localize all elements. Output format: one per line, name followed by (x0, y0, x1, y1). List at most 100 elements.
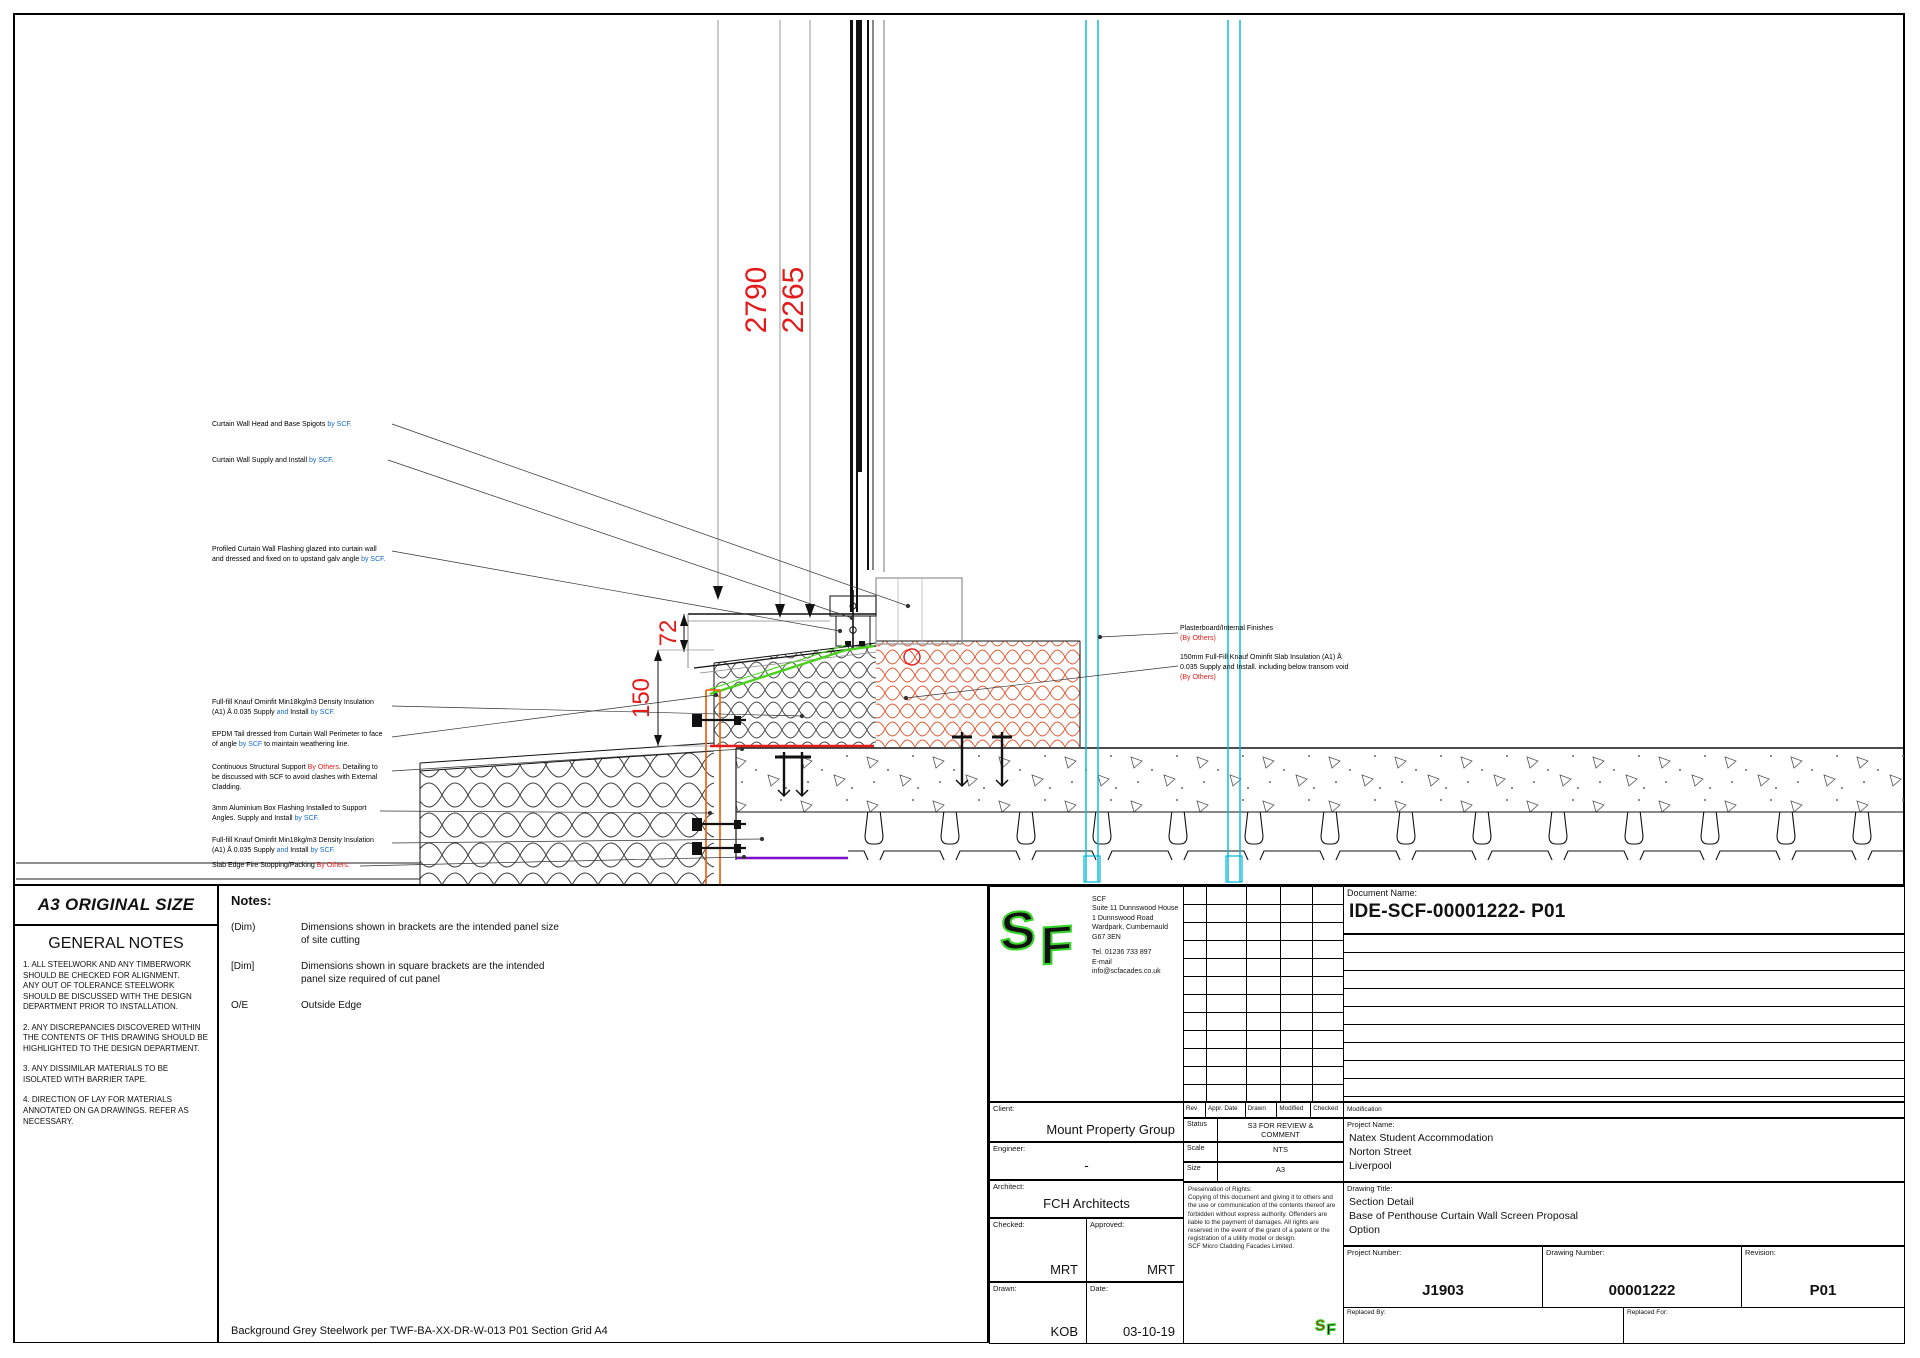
setting-out-marker (903, 648, 921, 666)
curtain-wall-base-detail (687, 577, 963, 674)
modification-header-cell: Modification (1343, 1102, 1905, 1118)
company-address: SCF Suite 11 Dunnswood House 1 Dunnswood… (1092, 895, 1182, 977)
dimension-arrow (713, 586, 723, 600)
dim-72: 72 (655, 620, 682, 647)
drawn-value: KOB (1050, 1324, 1078, 1339)
drawing-number-cell: Drawing Number: 00001222 (1542, 1246, 1742, 1308)
steelwork-reference-note: Background Grey Steelwork per TWF-BA-XX-… (231, 1325, 608, 1337)
annotation-structural-support: Continuous Structural Support By Others.… (212, 764, 378, 791)
drawn-cell: Drawn: KOB (989, 1282, 1087, 1344)
note-item: O/E Outside Edge (231, 999, 975, 1012)
concrete-slab (735, 747, 1905, 860)
channel-fixing-bolts (692, 714, 746, 855)
svg-text:F: F (1326, 1321, 1335, 1339)
replaced-for-cell: Replaced For: (1623, 1307, 1905, 1344)
dimension-arrow (775, 604, 785, 618)
note-item: [Dim] Dimensions shown in square bracket… (231, 960, 975, 986)
project-name-cell: Project Name: Natex Student Accommodatio… (1343, 1118, 1905, 1182)
client-value: Mount Property Group (1046, 1122, 1175, 1137)
legal-text: Preservation of Rights: Copying of this … (1188, 1186, 1336, 1251)
revision-rows (1183, 886, 1344, 1102)
general-note: 1. ALL STEELWORK AND ANY TIMBERWORK SHOU… (23, 960, 192, 1012)
engineer-value: - (1084, 1158, 1089, 1173)
sheet-size-label: A3 ORIGINAL SIZE (15, 886, 217, 926)
size-value: A3 (1275, 1165, 1286, 1174)
status-value: S3 FOR REVIEW & COMMENT (1247, 1121, 1314, 1139)
general-notes-title: GENERAL NOTES (48, 935, 184, 952)
checked-cell: Checked: MRT (989, 1218, 1087, 1282)
dimensions: 2790 2265 72 150 (628, 267, 810, 747)
general-note: 3. ANY DISSIMILAR MATERIALS TO BE ISOLAT… (23, 1064, 169, 1084)
dim-2790: 2790 (740, 267, 773, 334)
general-note: 2. ANY DISCREPANCIES DISCOVERED WITHIN T… (23, 1022, 208, 1053)
annotation-layer: Curtain Wall Head and Base Spigots by SC… (212, 421, 1349, 869)
dim-150: 150 (628, 678, 655, 718)
document-name-cell: Document Name: IDE-SCF-00001222- P01 (1343, 886, 1905, 934)
annotation-epdm-tail: EPDM Tail dressed from Curtain Wall Peri… (212, 731, 383, 748)
epdm-flashing-line (709, 644, 875, 696)
notes-panel: Notes: (Dim) Dimensions shown in bracket… (219, 886, 989, 1342)
drawing-title-cell: Drawing Title: Section Detail Base of Pe… (1343, 1182, 1905, 1246)
annotation-supply-install: Curtain Wall Supply and Install by SCF. (212, 457, 334, 464)
general-note: 4. DIRECTION OF LAY FOR MATERIALS ANNOTA… (23, 1095, 189, 1126)
note-key: O/E (231, 1000, 249, 1011)
annotation-profiled-flashing: Profiled Curtain Wall Flashing glazed in… (212, 546, 386, 563)
section-drawing: 2790 2265 72 150 (16, 20, 1905, 884)
architect-cell: Architect: FCH Architects (989, 1180, 1184, 1218)
svg-text:S: S (1315, 1317, 1325, 1335)
annotation-box-flashing: 3mm Aluminium Box Flashing Installed to … (212, 805, 367, 822)
approved-cell: Approved: MRT (1086, 1218, 1184, 1282)
dimension-arrow (805, 604, 815, 618)
company-tel: Tel. 01236 733 897 (1092, 949, 1152, 957)
revision-value: P01 (1809, 1282, 1837, 1299)
document-name-value: IDE-SCF-00001222- P01 (1349, 901, 1566, 922)
annotation-insulation-lower: Full-fill Knauf Ominfit Min18kg/m3 Densi… (212, 837, 374, 854)
annotation-slab-insulation: 150mm Full-Fill Knauf Ominfit Slab Insul… (1180, 654, 1349, 681)
checked-value: MRT (1050, 1262, 1078, 1277)
bottom-band: A3 ORIGINAL SIZE GENERAL NOTES 1. ALL ST… (15, 884, 1905, 1344)
company-email: E-mail info@scfacades.co.uk (1092, 958, 1161, 976)
revision-cell: Revision: P01 (1741, 1246, 1905, 1308)
date-cell: Date: 03-10-19 (1086, 1282, 1184, 1344)
drawing-number-value: 00001222 (1608, 1282, 1676, 1299)
notes-title: Notes: (231, 893, 272, 908)
svg-text:S: S (1000, 901, 1036, 962)
box-flashing-channel (705, 689, 721, 884)
note-text: Dimensions shown in brackets are the int… (301, 922, 559, 946)
curtain-wall-mullion (713, 20, 885, 618)
annotation-plasterboard: Plasterboard/Internal Finishes (By Other… (1180, 625, 1273, 642)
leader-lines (359, 423, 1179, 867)
dim-2265: 2265 (777, 267, 810, 334)
engineer-cell: Engineer: - (989, 1142, 1184, 1180)
svg-text:F: F (1040, 915, 1073, 976)
internal-finish-grid-lines (1083, 20, 1243, 883)
scf-logo: S F (999, 900, 1074, 978)
drawing-title-value: Section Detail Base of Penthouse Curtain… (1349, 1196, 1578, 1237)
general-notes-list: 1. ALL STEELWORK AND ANY TIMBERWORK SHOU… (15, 960, 217, 1127)
annotation-head-base-spigots: Curtain Wall Head and Base Spigots by SC… (212, 421, 352, 428)
note-key: [Dim] (231, 961, 255, 972)
soffit-lines (16, 862, 420, 880)
project-number-cell: Project Number: J1903 (1343, 1246, 1543, 1308)
legal-cell: Preservation of Rights: Copying of this … (1183, 1182, 1344, 1344)
metal-deck-profile (848, 812, 1905, 860)
note-key: (Dim) (231, 922, 256, 933)
date-value: 03-10-19 (1122, 1324, 1175, 1339)
mineral-wool-insulation (419, 640, 1081, 884)
general-notes-panel: A3 ORIGINAL SIZE GENERAL NOTES 1. ALL ST… (15, 886, 219, 1342)
client-cell: Client: Mount Property Group (989, 1102, 1184, 1142)
revision-headers: Rev Appr. Date Drawn Modified Checked (1183, 1102, 1344, 1118)
modification-rows (1343, 934, 1905, 1102)
scf-mini-logo: S F (1315, 1316, 1337, 1339)
replaced-by-cell: Replaced By: (1343, 1307, 1624, 1344)
scale-value: NTS (1273, 1145, 1288, 1154)
architect-value: FCH Architects (1043, 1196, 1130, 1211)
company-cell: S F SCF Suite 11 Dunnswood House 1 Dunns… (989, 886, 1184, 1102)
note-text: Outside Edge (301, 1000, 362, 1011)
approved-value: MRT (1147, 1262, 1175, 1277)
anchor-bolts (775, 732, 1012, 798)
